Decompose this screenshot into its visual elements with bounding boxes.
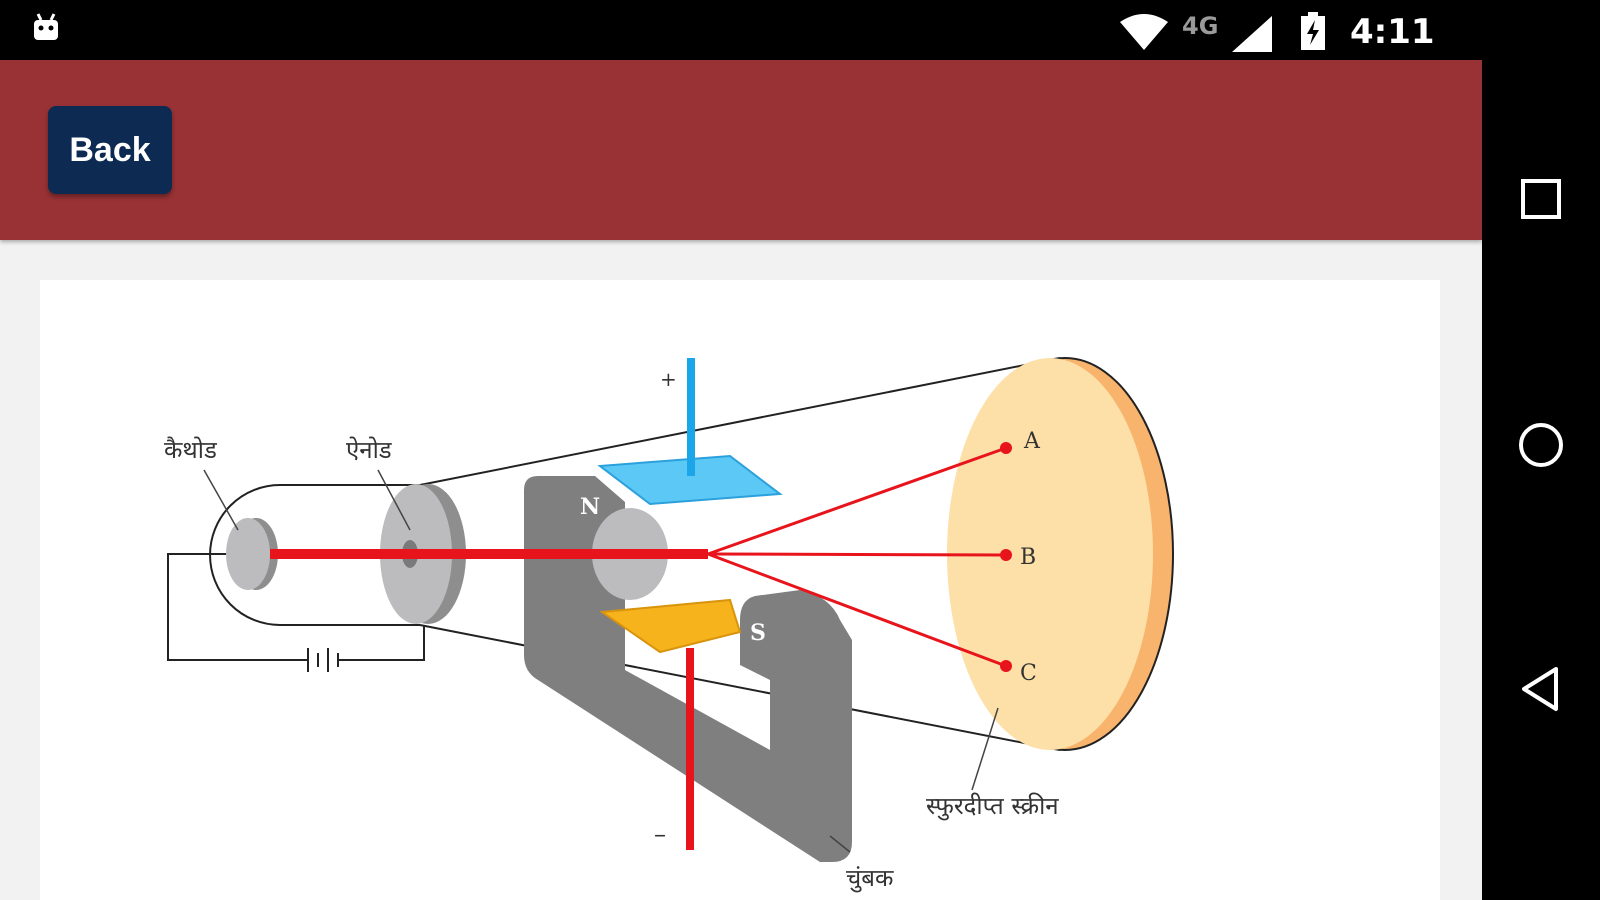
beam-to-b — [707, 552, 1007, 557]
negative-plate — [599, 598, 742, 654]
cathode-leader — [203, 469, 239, 531]
circle-home-icon — [1519, 423, 1563, 467]
point-c-label: C — [1020, 661, 1037, 686]
positive-plate — [597, 454, 783, 506]
point-b-dot — [1000, 549, 1012, 561]
app-toolbar: Back — [0, 60, 1482, 240]
cathode-ray-tube-diagram: कैथोड ऐनोड + – N S A B C स्फुरदीप्त स्क्… — [164, 357, 1174, 893]
point-c-dot — [1000, 660, 1012, 672]
system-back-button[interactable] — [1482, 640, 1600, 740]
recents-button[interactable] — [1482, 150, 1600, 250]
cathode-disc — [226, 518, 270, 590]
android-notification-icon — [34, 13, 58, 40]
status-bar: 4G 4:11 PM — [0, 0, 1482, 89]
plus-label: + — [660, 367, 677, 391]
magnet-leader — [829, 835, 851, 853]
triangle-back-icon — [1522, 667, 1558, 711]
circuit-wire — [167, 553, 425, 661]
diagram-card: कैथोड ऐनोड + – N S A B C स्फुरदीप्त स्क्… — [40, 280, 1440, 900]
back-button[interactable]: Back — [48, 106, 172, 194]
screen-label: स्फुरदीप्त स्क्रीन — [926, 792, 1059, 821]
beam-to-c — [707, 552, 1007, 668]
minus-label: – — [654, 820, 666, 848]
point-b-label: B — [1020, 545, 1036, 570]
fluorescent-screen — [947, 358, 1153, 750]
network-type: 4G — [1182, 12, 1219, 40]
north-pole-label: N — [580, 494, 600, 520]
cathode-label: कैथोड — [164, 436, 218, 464]
system-nav-bar — [1482, 0, 1600, 900]
square-recents-icon — [1521, 179, 1561, 219]
point-a-dot — [1000, 442, 1012, 454]
clock-time: 4:11 — [1350, 12, 1435, 52]
anode-leader — [377, 469, 411, 531]
battery-charging-icon — [1301, 12, 1325, 50]
app-window: Back — [0, 60, 1482, 900]
battery-symbol — [300, 648, 350, 672]
anode-label: ऐनोड — [346, 436, 393, 464]
south-pole-label: S — [750, 620, 766, 646]
wifi-icon — [1120, 14, 1168, 50]
cell-signal-icon — [1232, 16, 1272, 52]
home-button[interactable] — [1482, 396, 1600, 496]
beam-to-a — [707, 446, 1007, 556]
screen-leader — [971, 707, 999, 791]
point-a-label: A — [1023, 429, 1041, 454]
magnet-label: चुंबक — [846, 864, 894, 893]
